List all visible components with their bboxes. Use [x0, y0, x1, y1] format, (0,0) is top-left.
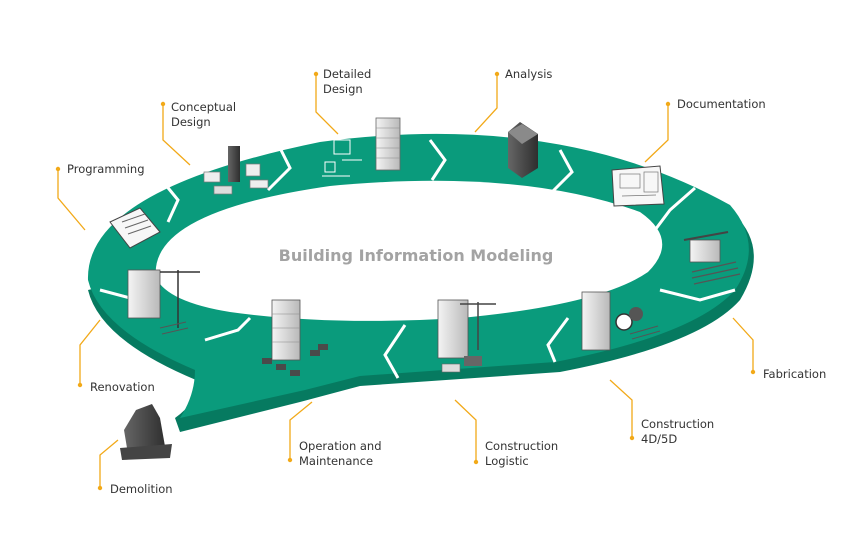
massing-model-icon	[203, 146, 269, 195]
ring-hole	[155, 180, 663, 321]
clipboard-icon	[109, 207, 161, 249]
stage-label-programming: Programming	[67, 162, 145, 176]
tower-model-icon	[508, 122, 538, 178]
construction-site-icon	[437, 299, 496, 373]
clock-cost-icon	[581, 291, 661, 351]
factory-crane-icon	[683, 231, 741, 285]
floor-plan-icon	[611, 165, 665, 207]
diagram-title: Building Information Modeling	[279, 246, 554, 265]
stage-label-renovation: Renovation	[90, 380, 155, 394]
stage-label-fabrication: Fabrication	[763, 367, 827, 381]
connector-dots	[55, 71, 756, 491]
stage-label-demolition: Demolition	[110, 482, 173, 496]
rubble-icon	[120, 404, 172, 460]
building-vehicles-icon	[262, 299, 328, 376]
connector-lines	[57, 74, 754, 488]
scaffold-crane-icon	[127, 269, 200, 335]
segment-dividers	[99, 139, 736, 379]
stage-label-analysis: Analysis	[505, 67, 553, 81]
stage-label-documentation: Documentation	[677, 97, 766, 111]
design-drawing-icon	[322, 117, 401, 177]
